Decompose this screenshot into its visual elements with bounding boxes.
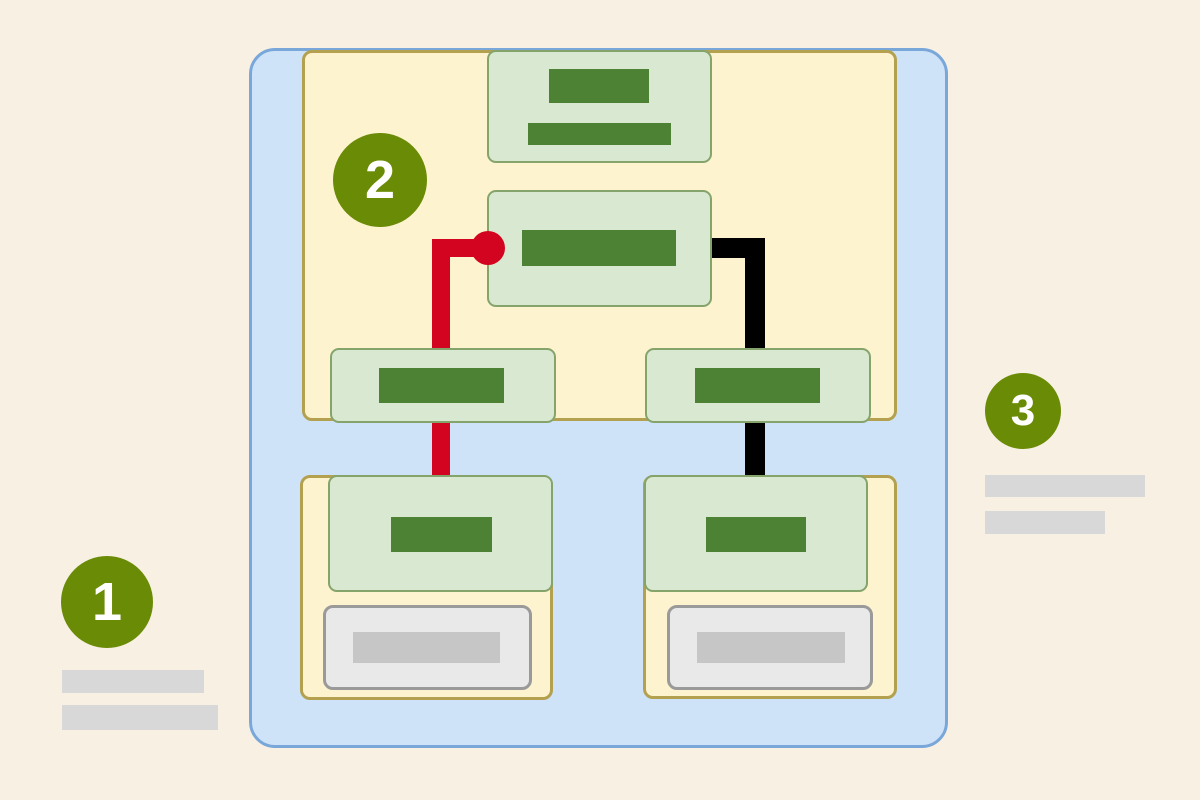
step-badge-2: 2 [333, 133, 427, 227]
step-badge-1-number: 1 [91, 572, 123, 632]
step-badge-1: 1 [61, 556, 153, 648]
attachment-card-left-bar [353, 632, 500, 663]
attachment-card-right-bar [697, 632, 845, 663]
node-child-right-title-bar [695, 368, 820, 403]
node-parent-title-bar [522, 230, 676, 266]
step-badge-3: 3 [985, 373, 1061, 449]
node-root [487, 50, 712, 163]
step-badge-2-number: 2 [364, 150, 396, 210]
caption-bar-step1-line2 [62, 705, 218, 730]
caption-bar-step1-line1 [62, 670, 204, 693]
caption-bar-step3-line1 [985, 475, 1145, 497]
node-leaf-left-title-bar [391, 517, 492, 552]
connector-red-dot [471, 231, 505, 265]
node-child-left-title-bar [379, 368, 504, 403]
node-root-subtitle-bar [528, 123, 671, 145]
node-root-title-bar [549, 69, 649, 103]
caption-bar-step3-line2 [985, 511, 1105, 534]
step-badge-3-number: 3 [1010, 386, 1036, 435]
node-leaf-right-title-bar [706, 517, 806, 552]
